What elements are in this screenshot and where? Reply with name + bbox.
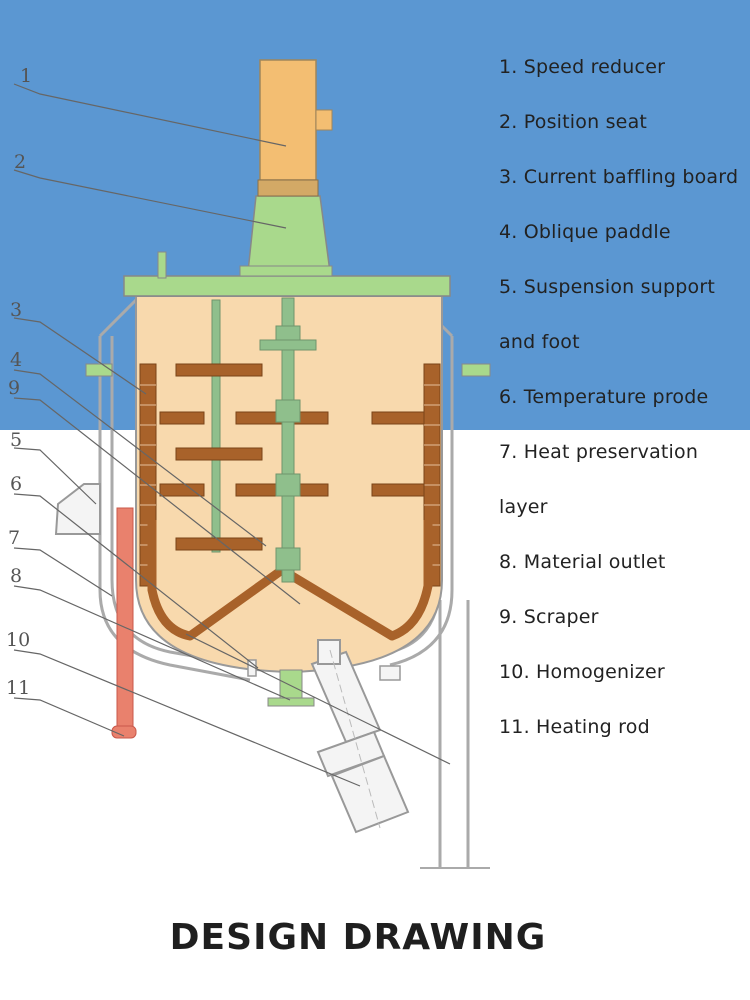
seat-flange [239,265,333,277]
reducer-box [315,109,333,131]
support-lug-right [461,363,491,377]
callout-numbers: 1 2 3 4 9 5 6 7 8 10 11 [6,65,32,699]
legend-item-11: 11. Heating rod [499,716,650,738]
callout-9: 9 [8,377,20,399]
shaft-couplings [259,325,317,571]
speed-reducer [259,59,317,181]
callout-5: 5 [10,429,22,451]
legend-item-2: 2. Position seat [499,111,648,133]
outlet-flange [267,697,315,707]
position-seat [247,195,331,273]
legend-item-4: 4. Oblique paddle [499,221,671,243]
cover-plate [123,275,451,297]
callout-4: 4 [10,349,22,371]
left-shaft [211,299,221,553]
legend-item-3: 3. Current baffling board [499,166,739,188]
legend-item-9: 9. Scraper [499,606,599,628]
legend-item-1: 1. Speed reducer [499,56,666,78]
callout-1: 1 [20,65,32,87]
legend-item-6: 6. Temperature prode [499,386,709,408]
callout-11: 11 [6,677,30,699]
legend-item-7-cont: layer [499,496,548,518]
legend-item-5: 5. Suspension support [499,276,715,298]
reducer-base [257,179,319,197]
main-shaft [281,297,295,583]
legend-item-7: 7. Heat preservation [499,441,699,463]
legend-item-10: 10. Homogenizer [499,661,665,683]
homogenizer-centerline [329,649,381,829]
page-title: DESIGN DRAWING [169,917,547,958]
callout-10: 10 [6,629,30,651]
right-fitting [379,665,401,681]
callout-7: 7 [8,527,20,549]
callout-6: 6 [10,473,22,495]
leader-lines [13,83,451,787]
callout-3: 3 [10,299,22,321]
cover-bolt [157,251,167,279]
callout-8: 8 [10,565,22,587]
support-lug-left [85,363,113,377]
callout-2: 2 [14,151,26,173]
heating-rod [111,507,137,739]
legend-item-8: 8. Material outlet [499,551,666,573]
legend-item-5-cont: and foot [499,331,580,353]
material-outlet [279,669,303,699]
